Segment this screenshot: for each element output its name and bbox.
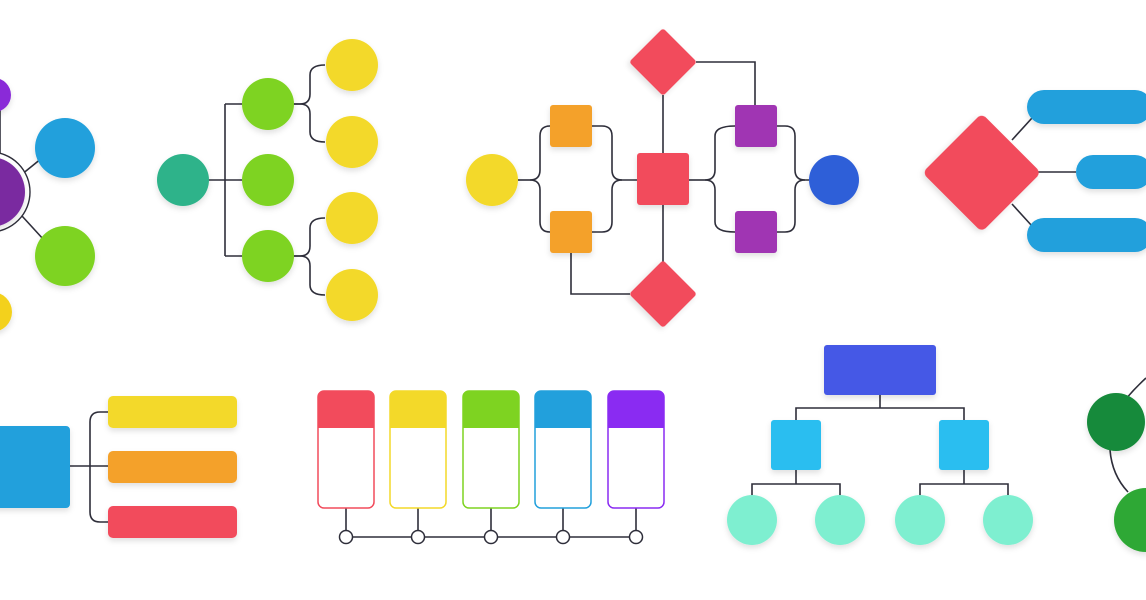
leaf-node [326, 269, 378, 321]
diamond-branch [924, 90, 1146, 252]
top-node [0, 79, 11, 111]
decision-node [630, 261, 696, 327]
branch-node [242, 78, 294, 130]
timeline-node [628, 529, 644, 545]
lower-right-node [35, 226, 95, 286]
leaf-node [727, 495, 777, 545]
timeline-node [338, 529, 354, 545]
timeline-node [410, 529, 426, 545]
branch-node [242, 230, 294, 282]
timeline-node [555, 529, 571, 545]
radial-mindmap [0, 79, 95, 331]
timeline-card [607, 390, 665, 509]
leaf-node [815, 495, 865, 545]
bar-node [1027, 218, 1146, 252]
list-bar [108, 396, 237, 428]
decision-node [630, 29, 696, 95]
timeline-card [389, 390, 447, 509]
bar-node [1076, 155, 1146, 189]
branch-node [242, 154, 294, 206]
timeline-cards [317, 390, 665, 545]
network-node [1114, 488, 1146, 552]
bracket-list [0, 396, 237, 538]
start-node [466, 154, 518, 206]
diamond-node [924, 115, 1039, 230]
org-chart [727, 345, 1033, 545]
leaf-node [326, 39, 378, 91]
timeline-card [534, 390, 592, 509]
bottom-node [0, 293, 12, 331]
process-node [550, 105, 592, 147]
leaf-node [895, 495, 945, 545]
top-node [824, 345, 936, 395]
decision-flowchart [466, 29, 859, 327]
block-node [0, 426, 70, 508]
timeline-node [483, 529, 499, 545]
leaf-node [983, 495, 1033, 545]
bar-node [1027, 90, 1146, 124]
leaf-node [326, 192, 378, 244]
green-circles [1087, 377, 1146, 552]
process-node [735, 211, 777, 253]
list-bar [108, 506, 237, 538]
end-node [809, 155, 859, 205]
process-node [735, 105, 777, 147]
network-node [1087, 393, 1145, 451]
process-node [550, 211, 592, 253]
list-bar [108, 451, 237, 483]
timeline-card [462, 390, 520, 509]
hub-node [0, 158, 25, 226]
center-node [637, 153, 689, 205]
root-node [157, 154, 209, 206]
timeline-card [317, 390, 375, 509]
leaf-node [326, 116, 378, 168]
upper-right-node [35, 118, 95, 178]
mid-node [939, 420, 989, 470]
tree-mindmap [157, 39, 378, 321]
mid-node [771, 420, 821, 470]
